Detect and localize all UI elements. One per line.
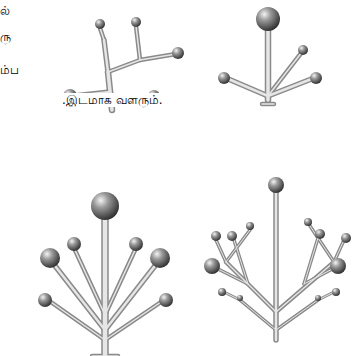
branch-stem (226, 230, 250, 262)
branch-stem (276, 262, 334, 312)
branch-stem (74, 248, 105, 315)
branch-stem (226, 230, 250, 262)
branch-stem (276, 300, 318, 330)
branch-tip (67, 237, 81, 251)
branch-tip (211, 231, 221, 241)
branch-tip (315, 229, 325, 239)
branch-stem (240, 300, 276, 330)
branch-stem (140, 54, 176, 60)
branch-stem (262, 103, 274, 105)
branch-tip (159, 293, 173, 307)
branch-tip (204, 258, 220, 274)
branch-stem (74, 248, 105, 315)
branch-stem (304, 238, 318, 284)
branch-stem (140, 54, 176, 60)
branch-tip (227, 231, 237, 241)
branch-stem (216, 240, 226, 262)
branch-stem (275, 192, 278, 340)
branch-stem (92, 355, 118, 356)
branch-stem (240, 300, 276, 330)
branch-stem (48, 300, 105, 340)
branch-stem (310, 226, 334, 262)
branch-tip (129, 237, 143, 251)
branch-stem (266, 30, 270, 100)
branch-stem (105, 248, 136, 315)
branch-tip (256, 7, 280, 31)
branch-stem (226, 262, 276, 312)
branch-stem (105, 262, 158, 330)
branch-tip (38, 293, 52, 307)
branch-tip (341, 233, 351, 243)
branch-tip (330, 258, 346, 274)
branch-stem (273, 192, 279, 340)
branch-stem (136, 26, 140, 60)
branch-stem (226, 262, 276, 312)
branch-stem (310, 226, 334, 262)
text-fragment: .இடமாக வளரும். (62, 93, 162, 107)
branch-tip (332, 288, 340, 296)
branch-stem (104, 40, 108, 72)
branch-stem (216, 240, 226, 262)
branch-tip (268, 177, 284, 193)
branch-tip (298, 45, 308, 55)
text-fragment: ம்ப (0, 63, 19, 77)
branch-tip (246, 222, 254, 230)
branch-stem (52, 262, 105, 330)
branch-tip (95, 19, 105, 29)
branch-tip (150, 248, 170, 268)
branch-stem (108, 60, 140, 72)
branch-tip (40, 248, 60, 268)
branch-tip (218, 288, 226, 296)
branch-tip (304, 218, 312, 226)
branch-tip (218, 72, 230, 84)
branch-stem (103, 220, 108, 356)
branch-stem (276, 300, 318, 330)
branch-stem (262, 102, 274, 107)
branch-stem (136, 26, 140, 60)
branch-tip (91, 192, 119, 220)
branch-stem (234, 240, 248, 284)
branch-stem (226, 78, 268, 96)
branch-stem (100, 28, 104, 40)
branch-tip (315, 295, 321, 301)
branch-tip (237, 295, 243, 301)
branch-stem (105, 248, 136, 315)
branch-tip (131, 17, 141, 27)
branch-stem (100, 28, 104, 40)
branch-stem (268, 52, 302, 96)
branch-tip (172, 47, 184, 59)
branch-stem (226, 78, 268, 96)
branch-tip (310, 72, 322, 84)
branch-stem (104, 40, 108, 72)
text-fragment: ல் (0, 4, 10, 18)
branch-stem (105, 300, 164, 340)
text-fragment: ரு (0, 30, 11, 44)
branch-stem (108, 60, 140, 72)
branch-stem (276, 262, 334, 312)
